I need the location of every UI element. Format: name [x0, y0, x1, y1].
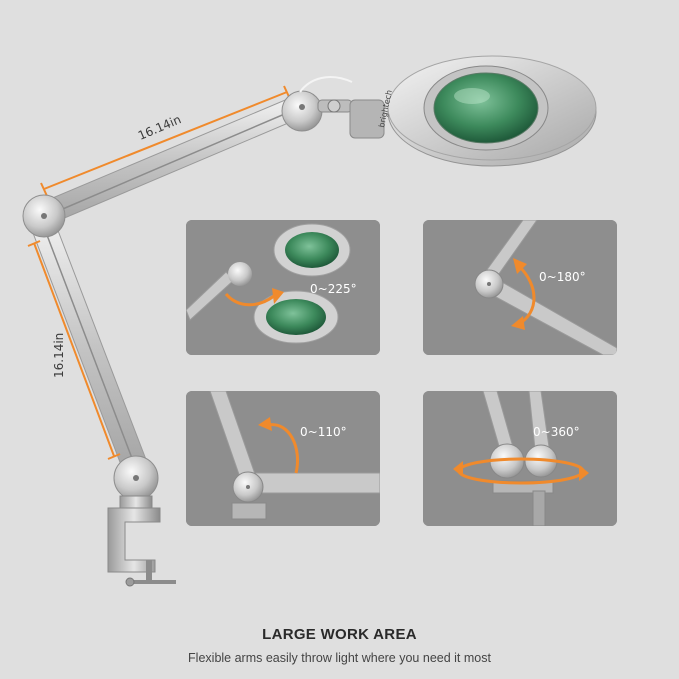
angle-label-head: 0~225° — [310, 282, 357, 296]
desk-clamp — [107, 495, 176, 587]
panel-arm-base-rotation: 0~110° — [186, 391, 380, 526]
angle-label-arm-base: 0~110° — [300, 425, 347, 439]
lower-arm-length-label: 16.14in — [52, 332, 66, 378]
section-subtitle: Flexible arms easily throw light where y… — [188, 651, 491, 665]
angle-label-clamp: 0~360° — [533, 425, 580, 439]
angle-label-elbow: 0~180° — [539, 270, 586, 284]
elbow-joint — [113, 455, 159, 501]
panel-head-rotation: 0~225° — [186, 220, 380, 355]
panel-elbow-rotation: 0~180° — [423, 220, 617, 355]
lower-arm-dimension-line — [27, 240, 121, 460]
lower-arm — [29, 214, 151, 479]
magnifier-head: brightech — [377, 55, 597, 167]
section-title: LARGE WORK AREA — [262, 626, 417, 643]
head-joint — [281, 76, 385, 139]
panel-clamp-swivel: 0~360° — [423, 391, 617, 526]
upper-arm-dimension-line — [40, 85, 291, 197]
